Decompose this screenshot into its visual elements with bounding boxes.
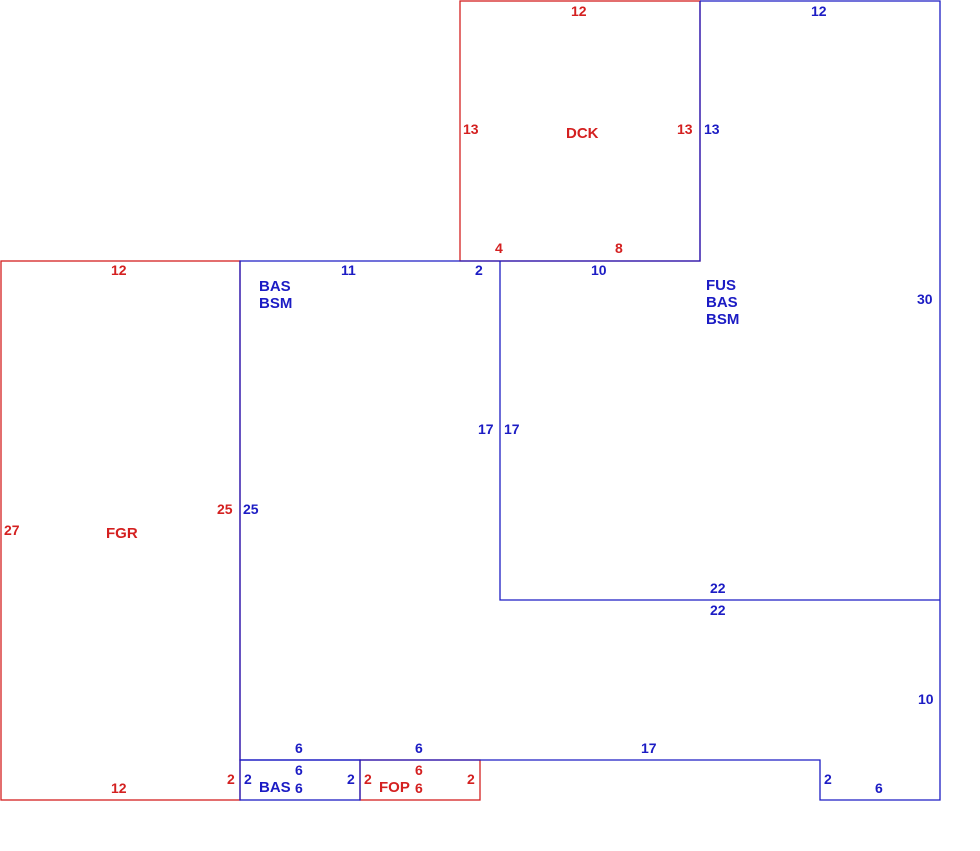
dim-label: 6 [415, 762, 423, 778]
dim-label: 12 [571, 3, 587, 19]
fus-bas-label: BAS [706, 294, 738, 311]
dim-label: 17 [478, 421, 494, 437]
dim-label: 2 [227, 771, 235, 787]
dim-label: 2 [824, 771, 832, 787]
dim-label: 6 [295, 740, 303, 756]
dim-label: 13 [463, 121, 479, 137]
dim-label: 10 [918, 691, 934, 707]
fus-bsm-label: BSM [706, 311, 739, 328]
dim-label: 4 [495, 240, 503, 256]
dim-label: 2 [347, 771, 355, 787]
dim-label: 13 [677, 121, 693, 137]
bas-label: BAS [259, 278, 291, 295]
dim-label: 2 [244, 771, 252, 787]
dim-label: 2 [475, 262, 483, 278]
dim-label: 6 [415, 780, 423, 796]
dim-label: 22 [710, 602, 726, 618]
dim-label: 6 [875, 780, 883, 796]
fgr-label: FGR [106, 525, 138, 542]
dim-label: 6 [295, 780, 303, 796]
dim-label: 8 [615, 240, 623, 256]
bas-small-label: BAS [259, 779, 291, 796]
bsm-label: BSM [259, 295, 292, 312]
dim-label: 27 [4, 522, 20, 538]
fop-label: FOP [379, 779, 410, 796]
dim-label: 22 [710, 580, 726, 596]
dim-label: 12 [111, 780, 127, 796]
dim-label: 6 [415, 740, 423, 756]
dim-label: 10 [591, 262, 607, 278]
dim-label: 25 [217, 501, 233, 517]
upper-floor-outline [499, 261, 940, 601]
dim-label: 17 [504, 421, 520, 437]
dim-label: 2 [364, 771, 372, 787]
dim-label: 17 [641, 740, 657, 756]
fus-label: FUS [706, 277, 736, 294]
dim-label: 2 [467, 771, 475, 787]
dck-label: DCK [566, 125, 599, 142]
dim-label: 11 [341, 262, 356, 278]
dim-label: 12 [111, 262, 127, 278]
small-bas-outline [239, 759, 361, 801]
dim-label: 12 [811, 3, 827, 19]
house-outline [239, 0, 941, 801]
dim-label: 6 [295, 762, 303, 778]
dim-label: 13 [704, 121, 720, 137]
dim-label: 25 [243, 501, 259, 517]
dim-label: 30 [917, 291, 933, 307]
